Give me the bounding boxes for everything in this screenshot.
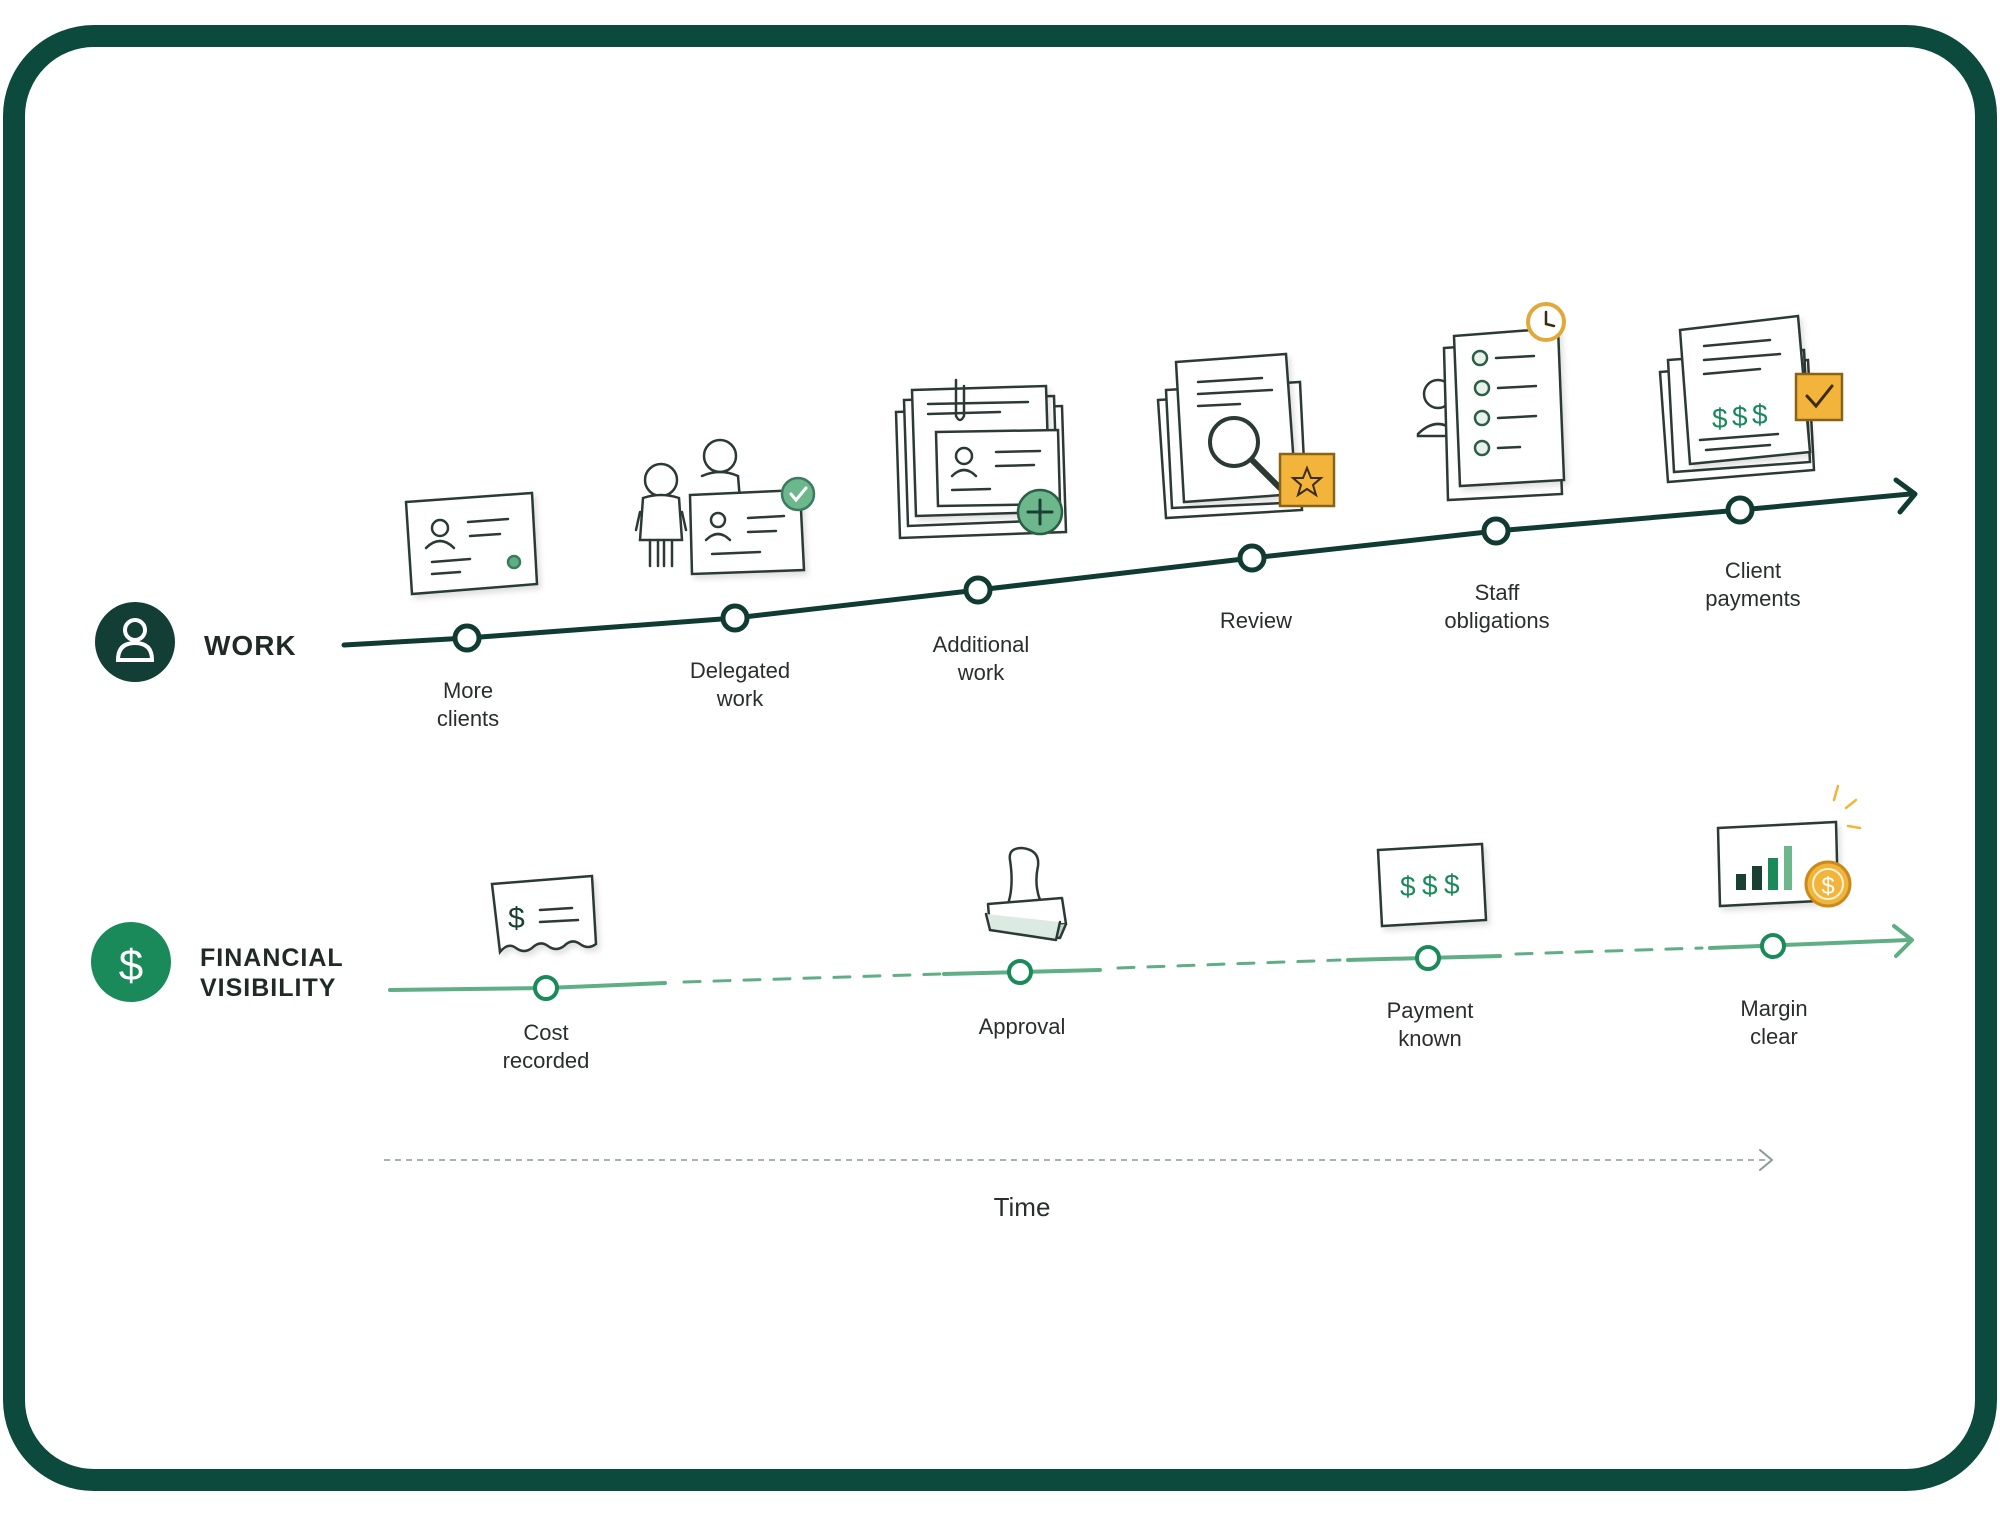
milestone-label: Delegated — [690, 658, 790, 683]
work-node-2 — [720, 603, 750, 633]
finance-milestone-labels: Cost recorded Approval Payment known Margi… — [503, 996, 1808, 1073]
finance-node-1 — [533, 975, 559, 1001]
receipt-dollar-icon: $ — [490, 874, 598, 956]
svg-text:Review: Review — [1220, 608, 1292, 633]
milestone-label: More — [443, 678, 493, 703]
work-line — [341, 491, 1913, 648]
dollar-icon: $ — [508, 902, 525, 935]
finance-line-solid — [1708, 938, 1910, 950]
finance-line-dashed — [682, 972, 942, 984]
work-node-4 — [1237, 543, 1267, 573]
finance-badge — [91, 922, 171, 1002]
payment-note-icon: $$$ — [1376, 842, 1488, 928]
dollar-icon: $ — [1821, 873, 1834, 900]
work-timeline — [341, 477, 1918, 653]
finance-timeline — [388, 924, 1914, 1001]
svg-text:FINANCIAL VISIBILITY: FINANCIAL VISIBILITY — [200, 944, 351, 1002]
milestone-label: Payment — [1387, 998, 1474, 1023]
document-stack-plus-icon — [894, 378, 1068, 540]
dollar-icon: $$$ — [1400, 869, 1460, 902]
finance-arrowhead — [1892, 924, 1914, 958]
finance-node-4 — [1760, 933, 1786, 959]
work-node-3 — [963, 575, 993, 605]
magnifier-star-icon — [1156, 352, 1336, 520]
work-milestone-labels: More clients Delegated work Additional work… — [437, 558, 1801, 731]
time-axis: Time — [384, 1149, 1773, 1222]
work-arrowhead — [1893, 477, 1918, 515]
milestone-label: work — [716, 686, 764, 711]
client-card-icon — [404, 491, 539, 596]
milestone-label: Additional — [933, 632, 1030, 657]
milestone-label: clear — [1750, 1024, 1798, 1049]
finance-node-2 — [1007, 959, 1033, 985]
finance-label-line: VISIBILITY — [200, 974, 336, 1002]
bar-chart-coin-icon: $ — [1716, 784, 1862, 908]
milestone-label: Review — [1220, 608, 1292, 633]
work-node-6 — [1725, 495, 1755, 525]
invoice-check-icon: $$$ — [1658, 314, 1844, 484]
milestone-label: Cost — [523, 1020, 568, 1045]
dollar-icon: $$$ — [1712, 399, 1768, 434]
checklist-clock-icon — [1416, 302, 1566, 502]
work-node-5 — [1481, 516, 1511, 546]
milestone-label: known — [1398, 1026, 1462, 1051]
svg-text:$: $ — [1712, 403, 1728, 434]
team-card-check-icon — [634, 438, 816, 576]
finance-label-line: FINANCIAL — [200, 944, 343, 972]
milestone-label: Staff — [1475, 580, 1521, 605]
svg-text:Approval: Approval — [979, 1014, 1066, 1039]
milestone-label: clients — [437, 706, 499, 731]
finance-node-3 — [1415, 945, 1441, 971]
finance-line-dashed — [1514, 946, 1704, 956]
stamp-icon — [984, 846, 1068, 942]
time-label: Time — [994, 1192, 1051, 1222]
milestone-label: obligations — [1444, 608, 1549, 633]
milestone-label: payments — [1705, 586, 1800, 611]
work-node-1 — [452, 623, 482, 653]
person-icon — [115, 618, 155, 662]
dollar-icon: $ — [119, 941, 143, 990]
svg-text:$: $ — [1444, 869, 1460, 900]
milestone-label: Margin — [1740, 996, 1807, 1021]
milestone-label: recorded — [503, 1048, 590, 1073]
work-label: WORK — [204, 630, 297, 661]
work-row-header: WORK — [95, 602, 297, 682]
time-arrowhead — [1759, 1149, 1773, 1171]
svg-text:$: $ — [1422, 870, 1438, 901]
svg-text:$: $ — [1752, 399, 1768, 430]
outer-frame — [3, 25, 1997, 1491]
milestone-label: Approval — [979, 1014, 1066, 1039]
milestone-label: Client — [1725, 558, 1781, 583]
finance-row-header: $ FINANCIAL VISIBILITY — [91, 922, 351, 1002]
svg-text:$: $ — [1732, 401, 1748, 432]
milestone-label: work — [957, 660, 1005, 685]
svg-text:$: $ — [1400, 871, 1416, 902]
finance-line-dashed — [1116, 958, 1342, 970]
